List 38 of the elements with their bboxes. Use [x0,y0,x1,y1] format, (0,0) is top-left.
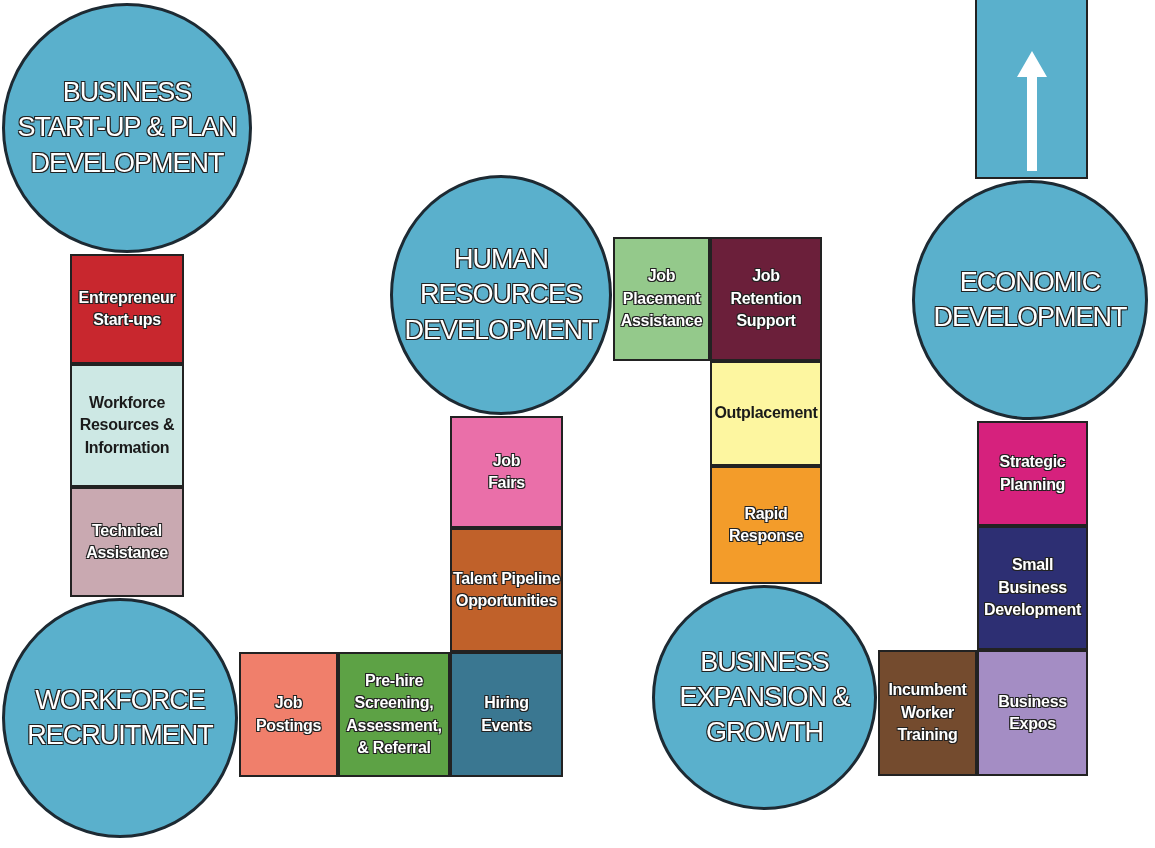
step-tile [878,650,977,776]
stage-title: ECONOMIC DEVELOPMENT [932,265,1128,334]
step-label: Job Postings [254,693,323,736]
step-label: Talent Pipeline Opportunities [452,568,561,611]
stage-title: WORKFORCE RECRUITMENT [26,683,214,752]
step-tile [70,254,184,364]
step-tile [710,466,822,584]
step-tile [710,237,822,361]
step-label: Incumbent Worker Training [887,680,968,746]
step-label: Job Retention Support [729,266,803,332]
step-label: Small Business Development [982,555,1083,621]
step-label: Outplacement [713,403,819,424]
step-label: Hiring Events [480,693,533,736]
step-tile [450,652,563,777]
step-label: Job Placement Assistance [619,266,704,332]
step-label: Pre-hire Screening, Assessment, & Referral [345,670,443,758]
step-tile [239,652,338,777]
step-label: Rapid Response [727,503,805,546]
step-label: Entrepreneur Start-ups [77,287,177,330]
step-tile [977,526,1088,650]
step-tile [450,528,563,652]
step-tile [977,650,1088,776]
step-label: Technical Assistance [85,520,169,563]
step-label: Business Expos [997,691,1068,734]
step-label: Strategic Planning [998,452,1067,495]
step-tile [70,487,184,597]
step-label: Job Fairs [487,450,526,493]
step-label: Workforce Resources & Information [78,392,176,458]
step-tile [710,361,822,466]
step-tile [977,421,1088,526]
step-tile [613,237,710,361]
stage-title: BUSINESS START-UP & PLAN DEVELOPMENT [17,76,237,180]
step-tile [70,364,184,487]
step-tile [338,652,450,777]
stage-title: BUSINESS EXPANSION & GROWTH [678,645,851,750]
step-tile [450,416,563,528]
path-band [975,0,1088,179]
stage-title: HUMAN RESOURCES DEVELOPMENT [403,243,599,347]
